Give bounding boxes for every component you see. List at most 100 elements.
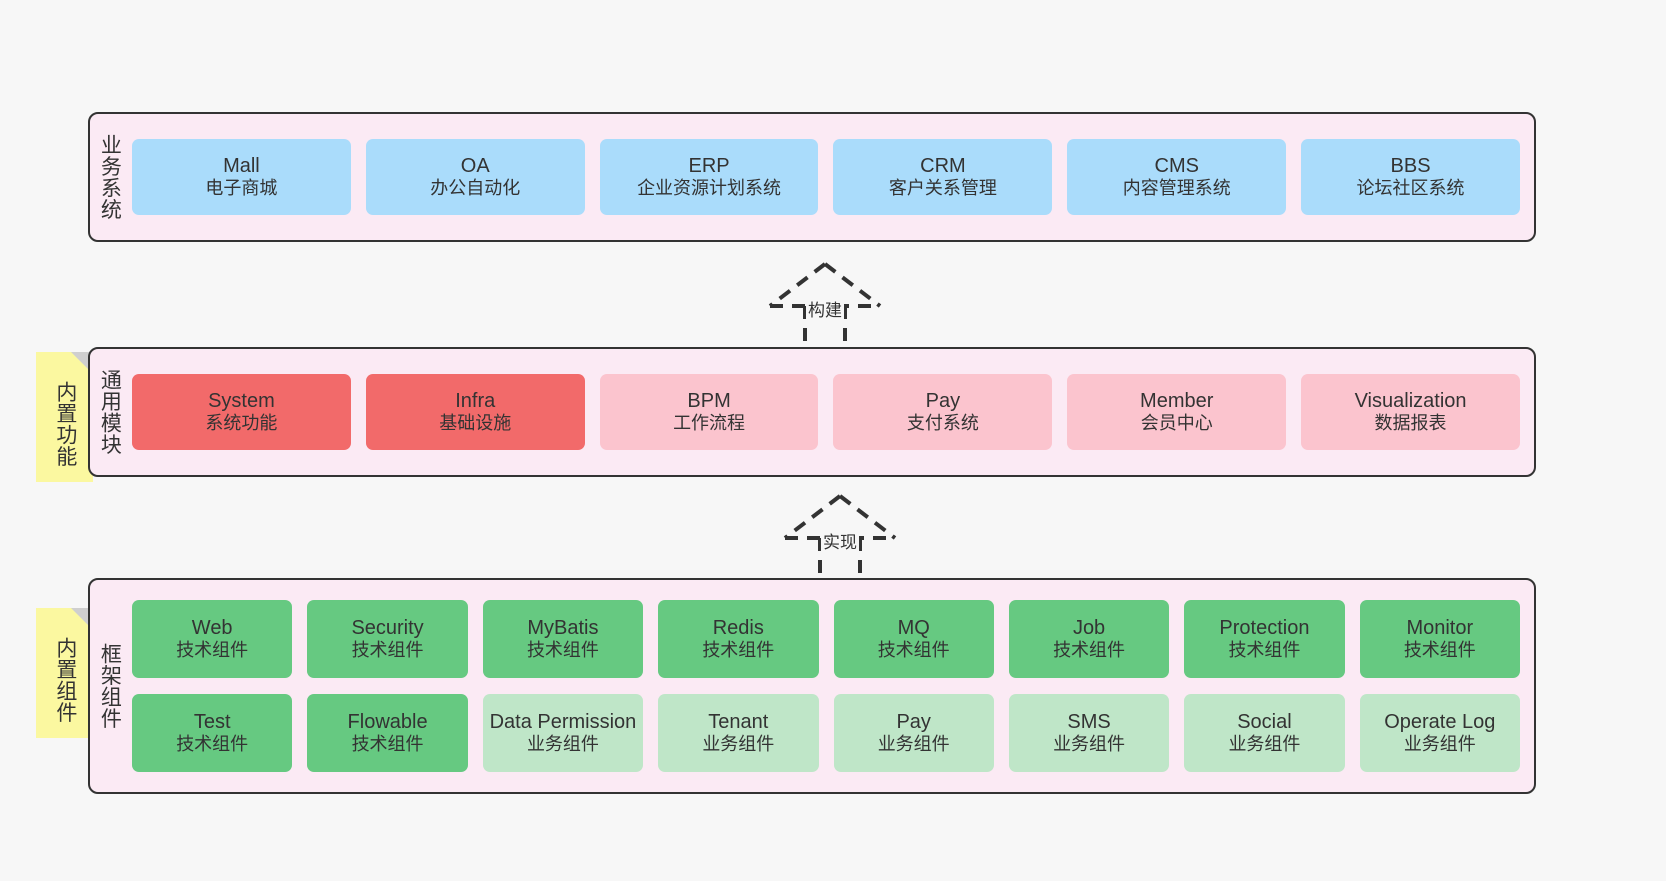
card-subtitle: 支付系统 [906, 413, 979, 434]
card-subtitle: 工作流程 [673, 413, 746, 434]
card-title: System [208, 390, 275, 413]
card-subtitle: 企业资源计划系统 [637, 178, 782, 199]
card-subtitle: 技术组件 [1403, 640, 1476, 661]
card-subtitle: 基础设施 [439, 413, 512, 434]
card-subtitle: 电子商城 [205, 178, 278, 199]
card-title: OA [460, 155, 490, 178]
card-subtitle: 系统功能 [205, 413, 278, 434]
note-builtin-components-label: 内置组件 [53, 637, 77, 723]
card-subtitle: 业务组件 [1403, 734, 1476, 755]
card-title: Social [1237, 711, 1292, 734]
arrow-implement: 实现 [765, 490, 915, 585]
card-title: BPM [687, 390, 731, 413]
card-title: Redis [712, 617, 764, 640]
card-title: ERP [688, 155, 730, 178]
card-title: Member [1140, 390, 1214, 413]
card-title: MyBatis [527, 617, 599, 640]
card-title: SMS [1067, 711, 1111, 734]
card-title: Data Permission [489, 711, 637, 734]
card-title: Test [193, 711, 231, 734]
card-subtitle: 技术组件 [1228, 640, 1301, 661]
card-subtitle: 业务组件 [1228, 734, 1301, 755]
card-subtitle: 会员中心 [1140, 413, 1213, 434]
card-subtitle: 业务组件 [877, 734, 950, 755]
card-title: Tenant [708, 711, 769, 734]
card-title: Infra [455, 390, 496, 413]
card-subtitle: 技术组件 [351, 734, 424, 755]
card-title: Web [191, 617, 233, 640]
arrow-implement-label: 实现 [821, 528, 859, 553]
card-title: Mall [223, 155, 260, 178]
card-subtitle: 论坛社区系统 [1356, 178, 1465, 199]
card-subtitle: 业务组件 [526, 734, 599, 755]
arrow-build: 构建 [750, 258, 900, 353]
note-builtin-features: 内置功能 [36, 352, 93, 482]
card-title: BBS [1390, 155, 1431, 178]
card-title: Flowable [347, 711, 428, 734]
card-subtitle: 客户关系管理 [888, 178, 997, 199]
card-title: Visualization [1354, 390, 1467, 413]
card-subtitle: 技术组件 [526, 640, 599, 661]
card-title: Security [351, 617, 424, 640]
card-title: CMS [1154, 155, 1199, 178]
card-title: Monitor [1406, 617, 1474, 640]
note-fold-corner-icon [71, 608, 93, 630]
card-title: Job [1072, 617, 1106, 640]
layer-common-modules-title: 通用模块 [98, 369, 122, 455]
note-builtin-features-label: 内置功能 [53, 381, 77, 467]
card-subtitle: 技术组件 [176, 640, 249, 661]
card-subtitle: 内容管理系统 [1122, 178, 1231, 199]
card-subtitle: 技术组件 [1053, 640, 1126, 661]
card-subtitle: 数据报表 [1374, 413, 1447, 434]
layer-framework-components-title: 框架组件 [98, 643, 122, 729]
arrow-build-label: 构建 [806, 296, 844, 321]
card-title: CRM [920, 155, 966, 178]
card-title: Protection [1219, 617, 1310, 640]
card-subtitle: 技术组件 [877, 640, 950, 661]
card-subtitle: 业务组件 [1053, 734, 1126, 755]
card-subtitle: 办公自动化 [430, 178, 521, 199]
card-subtitle: 业务组件 [702, 734, 775, 755]
card-subtitle: 技术组件 [351, 640, 424, 661]
card-title: Operate Log [1384, 711, 1496, 734]
note-builtin-components: 内置组件 [36, 608, 93, 738]
